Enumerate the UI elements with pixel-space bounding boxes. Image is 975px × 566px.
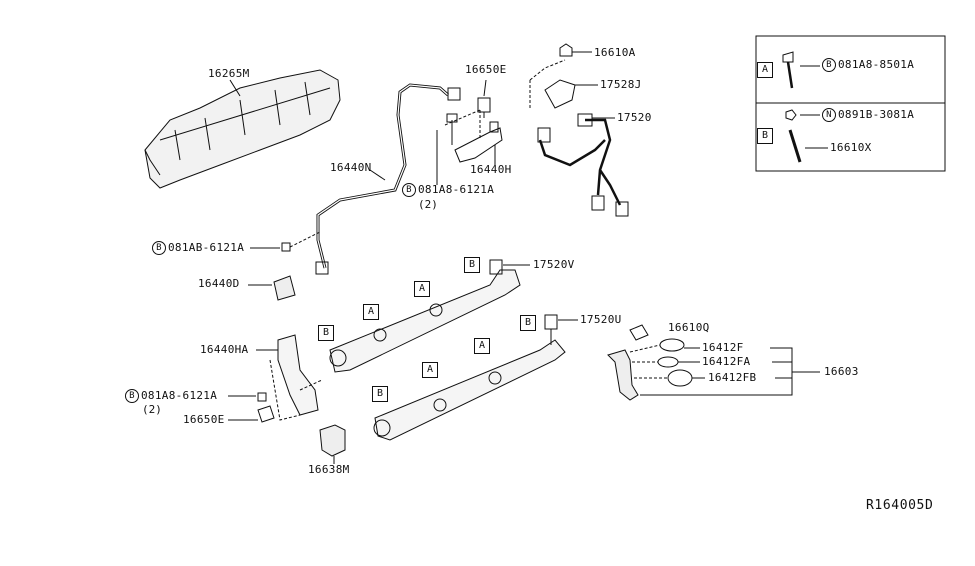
bracket-16440H <box>444 109 503 163</box>
legend-prefix-b: B <box>822 58 836 72</box>
marker-b-3: B <box>520 315 536 331</box>
leader-16265M <box>229 79 241 97</box>
bolt-lower <box>257 392 267 402</box>
connector-17528J <box>529 43 576 110</box>
label-16440H: 16440H <box>470 163 512 176</box>
bolt-prefix-top: B <box>402 183 416 197</box>
label-17528J: 17528J <box>600 78 642 91</box>
marker-a-1: A <box>414 281 430 297</box>
harness-17520 <box>537 113 629 217</box>
sensor-16638M <box>319 424 346 457</box>
bolt-code-bottom-text: 081A8-6121A <box>141 389 218 402</box>
bolt-qty-bottom: (2) <box>142 403 162 416</box>
label-16412F: 16412F <box>702 341 744 354</box>
bolt-code-top-text: 081A8-6121A <box>418 183 495 196</box>
label-16603: 16603 <box>824 365 859 378</box>
marker-b-4: B <box>372 386 388 402</box>
marker-a-4: A <box>422 362 438 378</box>
legend-part-16610X: 16610X <box>830 141 872 154</box>
bracket-16440HA <box>269 334 323 421</box>
marker-a-2: A <box>363 304 379 320</box>
bolt-prefix-left: B <box>152 241 166 255</box>
clip-16440D <box>273 275 296 301</box>
fuel-rail-lower <box>373 314 566 441</box>
bolt-code-left-text: 081AB-6121A <box>168 241 245 254</box>
label-16650E-bottom: 16650E <box>183 413 225 426</box>
marker-a-3: A <box>474 338 490 354</box>
label-17520U: 17520U <box>580 313 622 326</box>
legend-prefix-n: N <box>822 108 836 122</box>
fuel-rail-upper <box>329 259 521 373</box>
legend-key-b: B <box>757 128 773 144</box>
bracket-16603 <box>640 347 820 396</box>
leader-16440N <box>369 169 386 181</box>
bolt-qty-top: (2) <box>418 198 438 211</box>
legend-box <box>755 35 946 172</box>
injector-16603 <box>607 338 693 401</box>
fuel-tube-16440N <box>315 83 461 275</box>
sensor-16650E-bottom <box>257 405 275 423</box>
bolt-prefix-bottom: B <box>125 389 139 403</box>
label-16440HA: 16440HA <box>200 343 249 356</box>
label-16610A: 16610A <box>594 46 636 59</box>
label-16650E-top: 16650E <box>465 63 507 76</box>
bolt-left <box>281 231 321 252</box>
marker-b-2: B <box>318 325 334 341</box>
sensor-16650E-top <box>477 97 491 118</box>
label-16440D: 16440D <box>198 277 240 290</box>
engine-cover-16265M <box>144 69 341 189</box>
label-17520: 17520 <box>617 111 652 124</box>
reference-code: R164005D <box>866 498 934 513</box>
label-17520V: 17520V <box>533 258 575 271</box>
marker-b-1: B <box>464 257 480 273</box>
legend-code-n-text: 0891B-3081A <box>838 108 915 121</box>
label-16265M: 16265M <box>208 67 250 80</box>
label-16440N: 16440N <box>330 161 372 174</box>
seal-16610Q <box>629 324 649 341</box>
label-16412FB: 16412FB <box>708 371 757 384</box>
label-16638M: 16638M <box>308 463 350 476</box>
legend-code-a-text: 081A8-8501A <box>838 58 915 71</box>
label-16610Q: 16610Q <box>668 321 710 334</box>
label-16412FA: 16412FA <box>702 355 751 368</box>
legend-key-a: A <box>757 62 773 78</box>
